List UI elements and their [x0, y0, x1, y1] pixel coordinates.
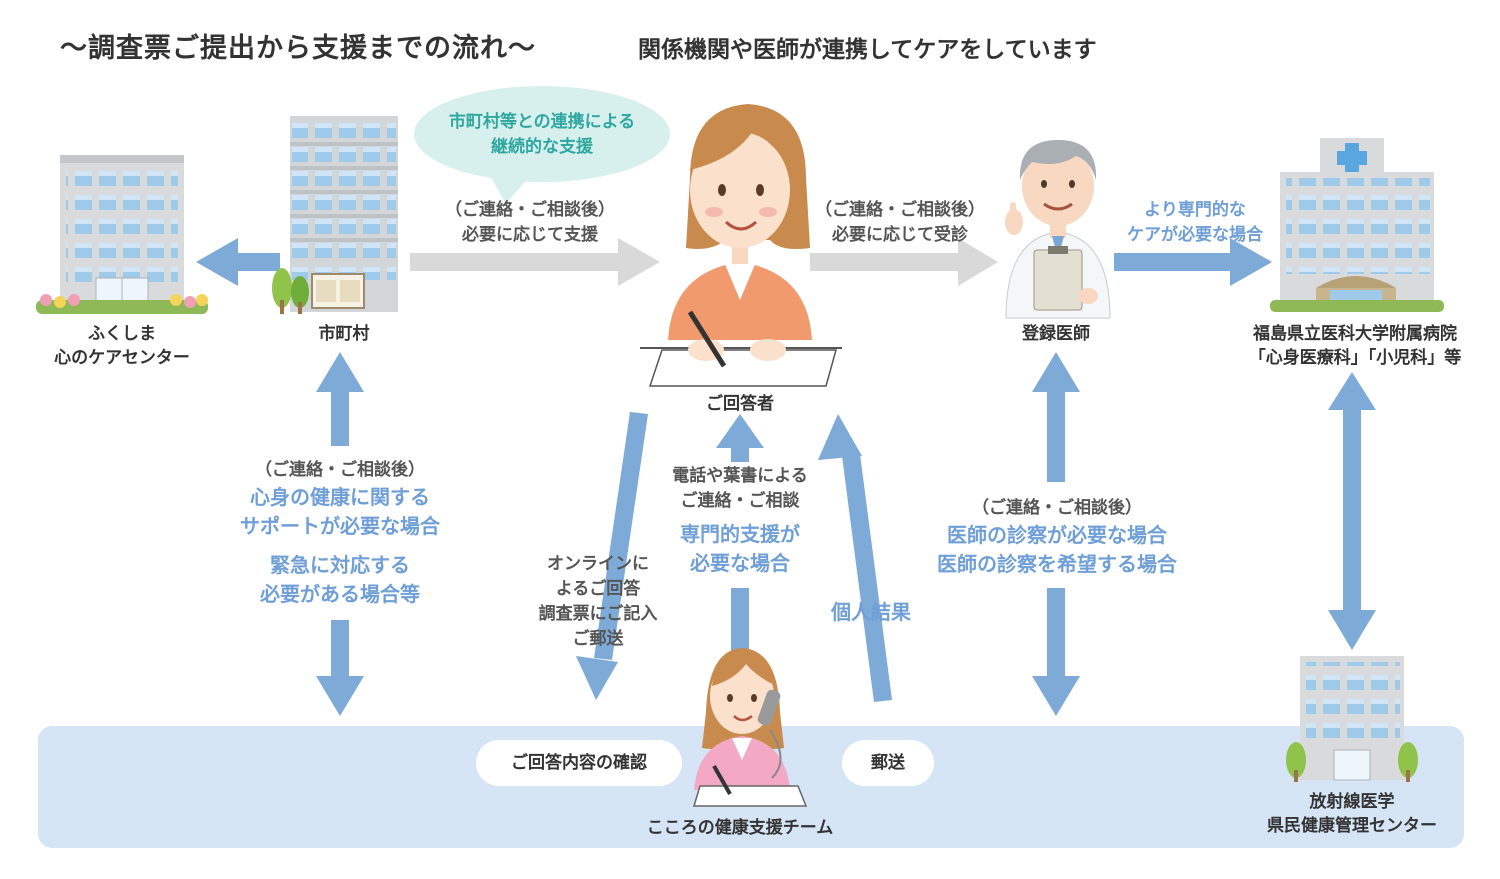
page-title: 〜調査票ご提出から支援までの流れ〜 [60, 33, 536, 64]
municipality-label: 市町村 [318, 324, 370, 344]
arrow-muni-to-respondent [410, 238, 660, 286]
care-center-label: ふくしま 心のケアセンター [54, 324, 190, 368]
arrow-hospital-center [1328, 372, 1376, 650]
flow-phone-label: 電話や葉書による ご連絡・ご相談 専門的支援が 必要な場合 [672, 466, 808, 575]
team-operator-person-icon [692, 648, 808, 807]
arrow-personal-result [818, 414, 892, 702]
flow-doctor-team-label: （ご連絡・ご相談後） 医師の診察が必要な場合 医師の診察を希望する場合 [937, 498, 1177, 576]
hospital-label: 福島県立医科大学附属病院 「心身医療科」「小児科」等 [1248, 324, 1462, 368]
flow-muni-team-label: （ご連絡・ご相談後） 心身の健康に関する サポートが必要な場合 緊急に対応する … [240, 460, 440, 606]
center-label: 放射線医学 県民健康管理センター [1267, 792, 1437, 836]
flow-doctor-to-hospital-label: より専門的な ケアが必要な場合 [1127, 200, 1263, 245]
flow-muni-to-respondent-label: （ご連絡・ご相談後） 必要に応じて支援 [445, 200, 615, 245]
municipality-building-icon [272, 116, 398, 314]
flow-online-label: オンラインに よるご回答 調査票にご記入 ご郵送 [538, 554, 658, 649]
page-subtitle: 関係機関や医師が連携してケアをしています [638, 37, 1097, 63]
pill-confirm-response: ご回答内容の確認 [476, 740, 682, 786]
flow-respondent-to-doctor-label: （ご連絡・ご相談後） 必要に応じて受診 [815, 200, 985, 245]
arrow-online-response [576, 412, 648, 700]
arrow-phone-consult [716, 414, 764, 654]
team-label: こころの健康支援チーム [646, 818, 834, 838]
doctor-person-icon [1005, 140, 1111, 319]
care-center-building-icon [36, 155, 208, 314]
respondent-label: ご回答者 [706, 394, 774, 414]
respondent-person-icon [640, 104, 842, 387]
center-building-icon [1286, 656, 1418, 782]
hospital-building-icon [1270, 138, 1444, 312]
arrow-muni-team [316, 352, 364, 716]
arrow-doctor-to-hospital [1114, 238, 1272, 286]
pill-mail: 郵送 [842, 740, 934, 786]
arrow-respondent-to-doctor [810, 238, 998, 286]
arrow-doctor-team [1032, 352, 1080, 716]
speech-bubble [414, 86, 670, 204]
bubble-text: 市町村等との連携による 継続的な支援 [448, 112, 636, 157]
arrow-muni-to-care-center [196, 238, 280, 286]
flow-result-label: 個人結果 [831, 600, 911, 624]
doctor-label: 登録医師 [1022, 324, 1090, 344]
